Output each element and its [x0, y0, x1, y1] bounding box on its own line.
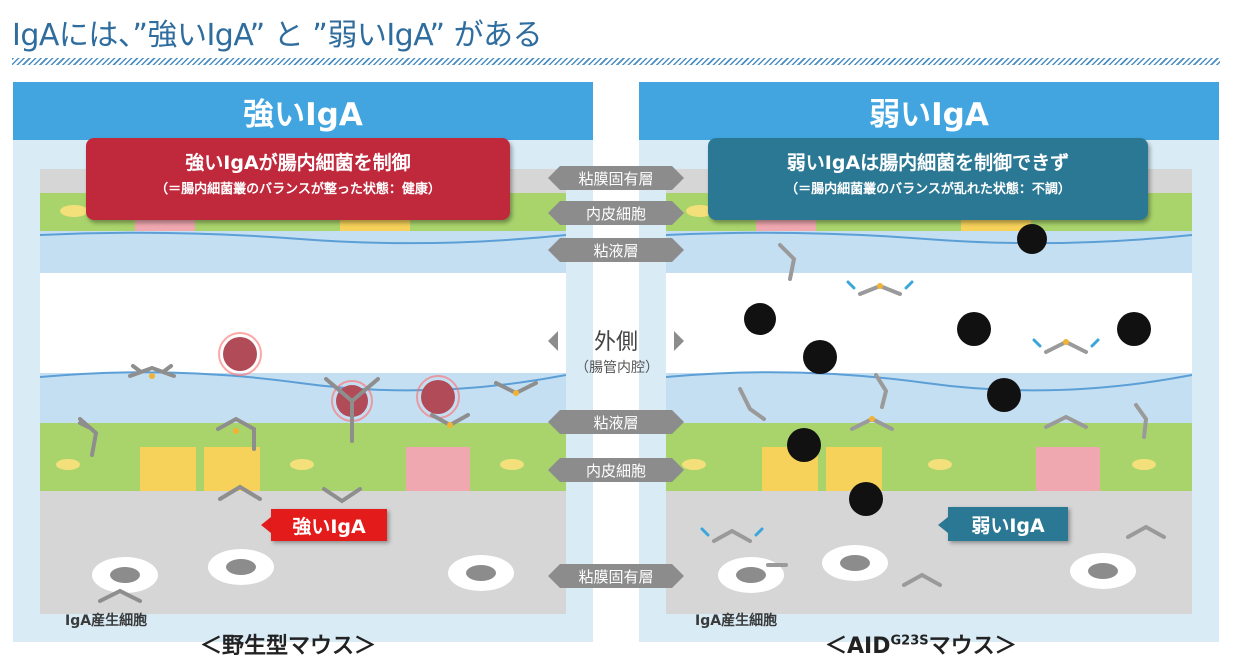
weak-iga-callout: 弱いIgA — [948, 507, 1068, 541]
layer-label-mucus-top: 粘液層 — [548, 238, 684, 262]
strong-iga-callout: 強いIgA — [271, 509, 387, 541]
iga-antibody — [1044, 414, 1088, 429]
layer-label-lamina-top: 粘膜固有層 — [548, 166, 684, 190]
iga-antibody — [1126, 524, 1166, 539]
strong-iga-header: 強いIgA — [13, 82, 593, 140]
iga-antibody — [218, 484, 262, 501]
cell-nucleus — [60, 205, 88, 217]
title-rule — [12, 58, 1220, 65]
iga-producing-cell-label: IgA産生細胞 — [695, 613, 778, 629]
lamina-band-bottom — [666, 491, 1192, 614]
lumen-label: 外側 — [593, 330, 638, 355]
weak-iga-tissue — [666, 169, 1192, 614]
uncontrolled-bacterium — [1117, 312, 1151, 346]
iga-producing-cell — [1070, 553, 1136, 589]
cell-nucleus — [1132, 459, 1156, 470]
uncontrolled-bacterium — [744, 303, 776, 335]
weak-iga-message: 弱いIgAは腸内細菌を制御できず （＝腸内細菌叢のバランスが乱れた状態：不調） — [708, 138, 1148, 220]
iga-antibody-tip — [846, 280, 914, 290]
iga-antibody — [902, 572, 942, 587]
lumen-sublabel: （腸管内腔） — [575, 360, 659, 376]
iga-joint — [877, 283, 883, 289]
layer-label-epithelium-bottom: 内皮細胞 — [548, 458, 684, 482]
iga-producing-cell — [208, 549, 274, 585]
iga-joint — [447, 422, 453, 428]
strong-iga-message-sub: （＝腸内細菌叢のバランスが整った状態：健康） — [155, 182, 441, 197]
uncontrolled-bacterium — [803, 340, 837, 374]
mucus-boundary-line — [40, 231, 566, 245]
mucus-boundary-line — [666, 371, 1192, 392]
strong-iga-message: 強いIgAが腸内細菌を制御 （＝腸内細菌叢のバランスが整った状態：健康） — [86, 138, 510, 220]
iga-antibody — [778, 243, 797, 281]
strong-iga-callout-pointer — [261, 517, 271, 533]
uncontrolled-bacterium — [1017, 224, 1047, 254]
uncontrolled-bacterium — [849, 482, 883, 516]
weak-iga-panel: 弱いIgA — [639, 82, 1219, 642]
iga-antibody — [1134, 403, 1149, 439]
strong-iga-tissue — [40, 169, 566, 614]
iga-joint — [149, 373, 155, 379]
layer-label-lamina-bottom: 粘膜固有層 — [548, 564, 684, 588]
uncontrolled-bacterium — [957, 312, 991, 346]
paneth-cell — [140, 447, 196, 491]
lumen — [40, 273, 566, 375]
iga-antibody — [78, 417, 99, 457]
strong-iga-illustration — [40, 231, 566, 603]
weak-iga-message-main: 弱いIgAは腸内細菌を制御できず — [786, 152, 1070, 174]
mucus-band-bottom — [40, 373, 566, 427]
strong-iga-panel: 強いIgA — [13, 82, 593, 642]
iga-joint — [1063, 339, 1069, 345]
bound-bacterium — [416, 375, 460, 419]
mucus-boundary-line — [666, 231, 1192, 245]
wild-type-mouse-label: ＜野生型マウス＞ — [200, 634, 377, 659]
cell-nucleus — [682, 459, 706, 470]
iga-antibody — [128, 364, 176, 378]
iga-antibody — [712, 528, 752, 543]
iga-producing-cell — [822, 545, 888, 581]
bound-bacterium — [218, 332, 262, 376]
lumen-arrow-right — [674, 331, 684, 351]
iga-producing-cell — [448, 555, 514, 591]
weak-iga-header: 弱いIgA — [639, 82, 1219, 140]
cell-nucleus — [290, 459, 314, 470]
iga-antibody — [738, 387, 766, 421]
strong-iga-message-main: 強いIgAが腸内細菌を制御 — [185, 152, 411, 174]
weak-iga-callout-pointer — [938, 517, 948, 533]
layer-label-epithelium-top: 内皮細胞 — [548, 201, 684, 225]
cell-nucleus — [56, 459, 80, 470]
iga-antibody — [322, 487, 362, 504]
epithelium-band-bottom — [40, 423, 566, 493]
cell-nucleus — [686, 205, 714, 217]
layer-label-mucus-bottom: 粘液層 — [548, 410, 684, 434]
iga-antibody-tip — [700, 527, 764, 537]
aid-g23s-mouse-label: ＜AIDG23Sマウス＞ — [825, 633, 1017, 659]
weak-iga-illustration — [666, 224, 1192, 587]
paneth-cell — [204, 447, 260, 491]
iga-joint — [233, 428, 239, 434]
iga-antibody-tip — [1032, 338, 1100, 348]
uncontrolled-bacterium — [987, 378, 1021, 412]
cell-nucleus — [928, 459, 952, 470]
lumen-arrow-left — [548, 331, 558, 351]
uncontrolled-bacterium — [787, 428, 821, 462]
goblet-cell — [406, 447, 470, 491]
mucus-band-bottom — [666, 373, 1192, 427]
page-title: IgAには、”強いIgA” と ”弱いIgA” がある — [12, 18, 543, 53]
iga-producing-cell — [92, 557, 158, 593]
iga-antibody — [216, 416, 256, 451]
iga-producing-cell-label: IgA産生細胞 — [65, 613, 148, 629]
iga-joint — [513, 390, 519, 396]
iga-joint — [869, 416, 875, 422]
iga-antibody — [98, 588, 142, 603]
iga-antibody — [874, 373, 889, 409]
weak-iga-message-sub: （＝腸内細菌叢のバランスが乱れた状態：不調） — [785, 182, 1071, 197]
cell-nucleus — [500, 459, 524, 470]
goblet-cell — [1036, 447, 1100, 491]
mucus-boundary-line — [40, 371, 566, 392]
